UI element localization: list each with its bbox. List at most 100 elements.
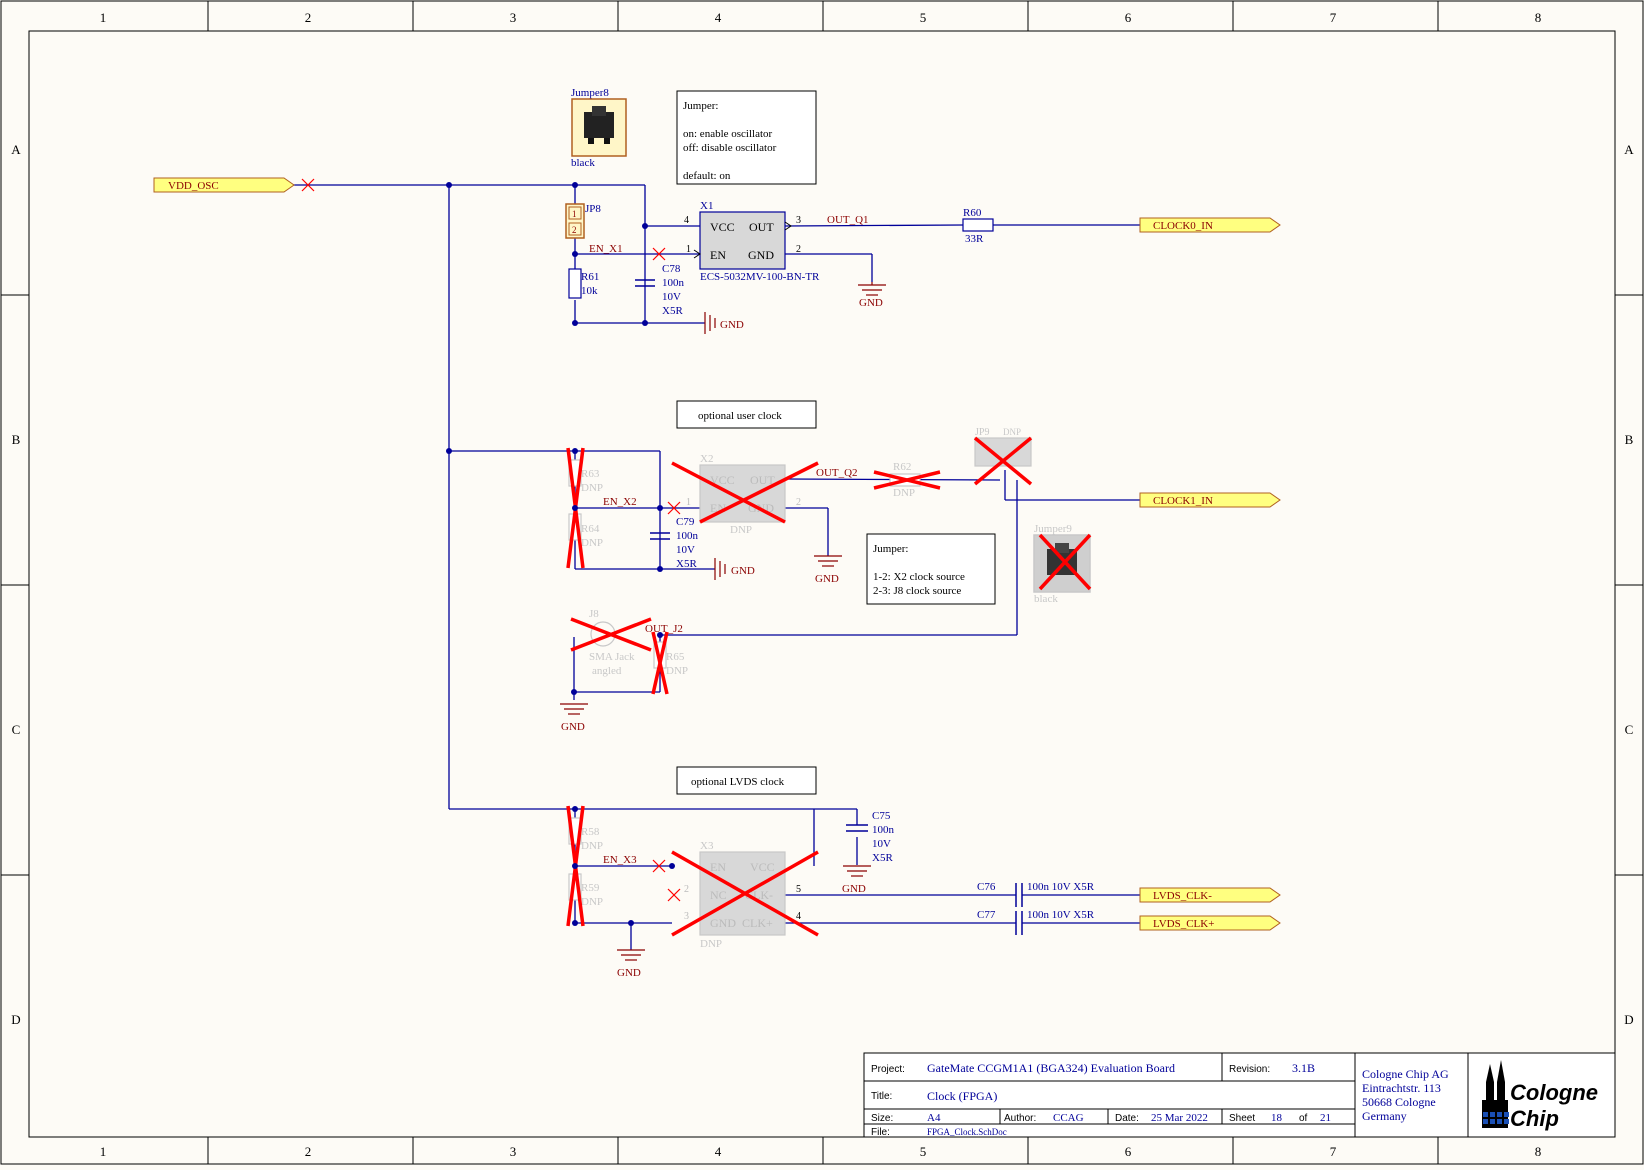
svg-text:100n: 100n (872, 824, 895, 836)
zone-col-top: 3 (510, 10, 517, 25)
c75-capacitor: C75 100n 10V X5R (846, 810, 895, 864)
svg-text:Author:: Author: (1004, 1113, 1036, 1124)
r61-resistor: R61 10k (568, 268, 599, 299)
svg-text:CLK+: CLK+ (742, 916, 773, 930)
svg-text:default: on: default: on (683, 170, 731, 182)
svg-text:Project:: Project: (871, 1064, 905, 1075)
no-erc-marker (652, 859, 681, 902)
svg-text:100n: 100n (662, 277, 685, 289)
svg-text:3.1B: 3.1B (1292, 1061, 1315, 1075)
svg-text:C76: C76 (977, 881, 996, 893)
svg-text:GND: GND (748, 248, 774, 262)
svg-text:1: 1 (572, 209, 577, 219)
svg-text:NC: NC (710, 888, 727, 902)
gnd-label: GND (731, 565, 755, 577)
svg-text:JP9: JP9 (975, 427, 989, 438)
note-lvds-clock: optional LVDS clock (676, 766, 817, 795)
svg-text:R64: R64 (581, 523, 600, 535)
svg-text:GateMate CCGM1A1 (BGA324) Eval: GateMate CCGM1A1 (BGA324) Evaluation Boa… (927, 1061, 1175, 1075)
svg-text:Jumper9: Jumper9 (1034, 523, 1072, 535)
svg-text:X2: X2 (700, 453, 713, 465)
net-out-q1: OUT_Q1 (827, 214, 869, 226)
svg-text:R60: R60 (963, 207, 982, 219)
cologne-chip-logo: Cologne Chip (1482, 1060, 1598, 1131)
svg-text:VCC: VCC (750, 860, 775, 874)
zone-col-top: 7 (1330, 10, 1337, 25)
svg-text:18: 18 (1271, 1112, 1283, 1124)
no-erc-marker (667, 501, 681, 515)
zone-row-left: C (12, 722, 21, 737)
svg-text:DNP: DNP (1003, 427, 1021, 437)
svg-text:C75: C75 (872, 810, 891, 822)
svg-text:10V: 10V (662, 291, 681, 303)
jumper8-color: black (571, 157, 595, 169)
svg-text:Date:: Date: (1115, 1113, 1139, 1124)
note-jumper-enable: Jumper: on: enable oscillator off: disab… (676, 90, 817, 185)
svg-text:2-3: J8 clock source: 2-3: J8 clock source (873, 585, 961, 597)
gnd-symbol (617, 949, 645, 961)
svg-text:A4: A4 (927, 1112, 941, 1124)
wires-section-a (292, 184, 1140, 809)
svg-text:VDD_OSC: VDD_OSC (168, 180, 219, 192)
svg-text:EN: EN (710, 860, 726, 874)
zone-row-left: B (12, 432, 21, 447)
net-en-x1: EN_X1 (589, 243, 623, 255)
svg-text:OUT: OUT (749, 220, 774, 234)
zone-col-bottom: 7 (1330, 1144, 1337, 1159)
svg-text:Sheet: Sheet (1229, 1113, 1255, 1124)
jumper8-title: Jumper8 (571, 87, 609, 99)
junction-dots (572, 806, 675, 926)
svg-text:1: 1 (686, 244, 691, 255)
svg-text:off: disable oscillator: off: disable oscillator (683, 142, 777, 154)
port-lvds-clk-n: LVDS_CLK- (1139, 887, 1281, 903)
gnd-label: GND (561, 721, 585, 733)
svg-text:black: black (1034, 593, 1058, 605)
svg-text:LVDS_CLK-: LVDS_CLK- (1153, 890, 1212, 902)
zone-row-right: B (1625, 432, 1634, 447)
svg-text:R65: R65 (666, 651, 685, 663)
dnp-cross (1038, 533, 1092, 591)
junction-dots (446, 182, 648, 326)
zone-col-bottom: 2 (305, 1144, 312, 1159)
svg-text:DNP: DNP (581, 840, 603, 852)
gnd-label: GND (859, 297, 883, 309)
svg-text:Jumper:: Jumper: (683, 100, 718, 112)
port-lvds-clk-p: LVDS_CLK+ (1139, 915, 1281, 931)
svg-text:FPGA_Clock.SchDoc: FPGA_Clock.SchDoc (927, 1127, 1007, 1137)
port-clock0-in: CLOCK0_IN (1139, 217, 1281, 233)
c79-capacitor: C79 100n 10V X5R (650, 516, 699, 570)
svg-text:25 Mar 2022: 25 Mar 2022 (1151, 1112, 1208, 1124)
svg-text:5: 5 (796, 884, 801, 895)
svg-text:SMA Jack: SMA Jack (589, 651, 635, 663)
svg-text:X5R: X5R (872, 852, 893, 864)
svg-text:X1: X1 (700, 200, 713, 212)
svg-text:DNP: DNP (581, 482, 603, 494)
svg-text:optional LVDS clock: optional LVDS clock (691, 776, 785, 788)
r60-resistor: R60 33R (962, 207, 994, 245)
svg-text:3: 3 (684, 911, 689, 922)
svg-text:Chip: Chip (1510, 1106, 1559, 1131)
svg-text:R58: R58 (581, 826, 600, 838)
zone-row-left: A (11, 142, 21, 157)
c77-capacitor: C77 100n 10V X5R (977, 909, 1095, 935)
zone-col-top: 6 (1125, 10, 1132, 25)
net-en-x2: EN_X2 (603, 496, 637, 508)
zone-col-top: 8 (1535, 10, 1542, 25)
zone-col-bottom: 1 (100, 1144, 107, 1159)
svg-text:2: 2 (796, 244, 801, 255)
zone-labels: 1 2 3 4 5 6 7 8 1 2 3 4 5 6 7 8 A B C D … (11, 10, 1634, 1159)
svg-text:50668 Cologne: 50668 Cologne (1362, 1095, 1436, 1109)
svg-text:10V: 10V (872, 838, 891, 850)
svg-text:10V: 10V (676, 544, 695, 556)
zone-col-bottom: 8 (1535, 1144, 1542, 1159)
svg-text:DNP: DNP (581, 896, 603, 908)
svg-text:21: 21 (1320, 1112, 1331, 1124)
gnd-symbol (704, 312, 716, 334)
dnp-cross (671, 461, 819, 524)
svg-text:R59: R59 (581, 882, 600, 894)
dnp-cross (570, 617, 652, 652)
svg-text:3: 3 (796, 215, 801, 226)
note-user-clock: optional user clock (676, 400, 817, 429)
no-erc-marker (301, 178, 315, 192)
